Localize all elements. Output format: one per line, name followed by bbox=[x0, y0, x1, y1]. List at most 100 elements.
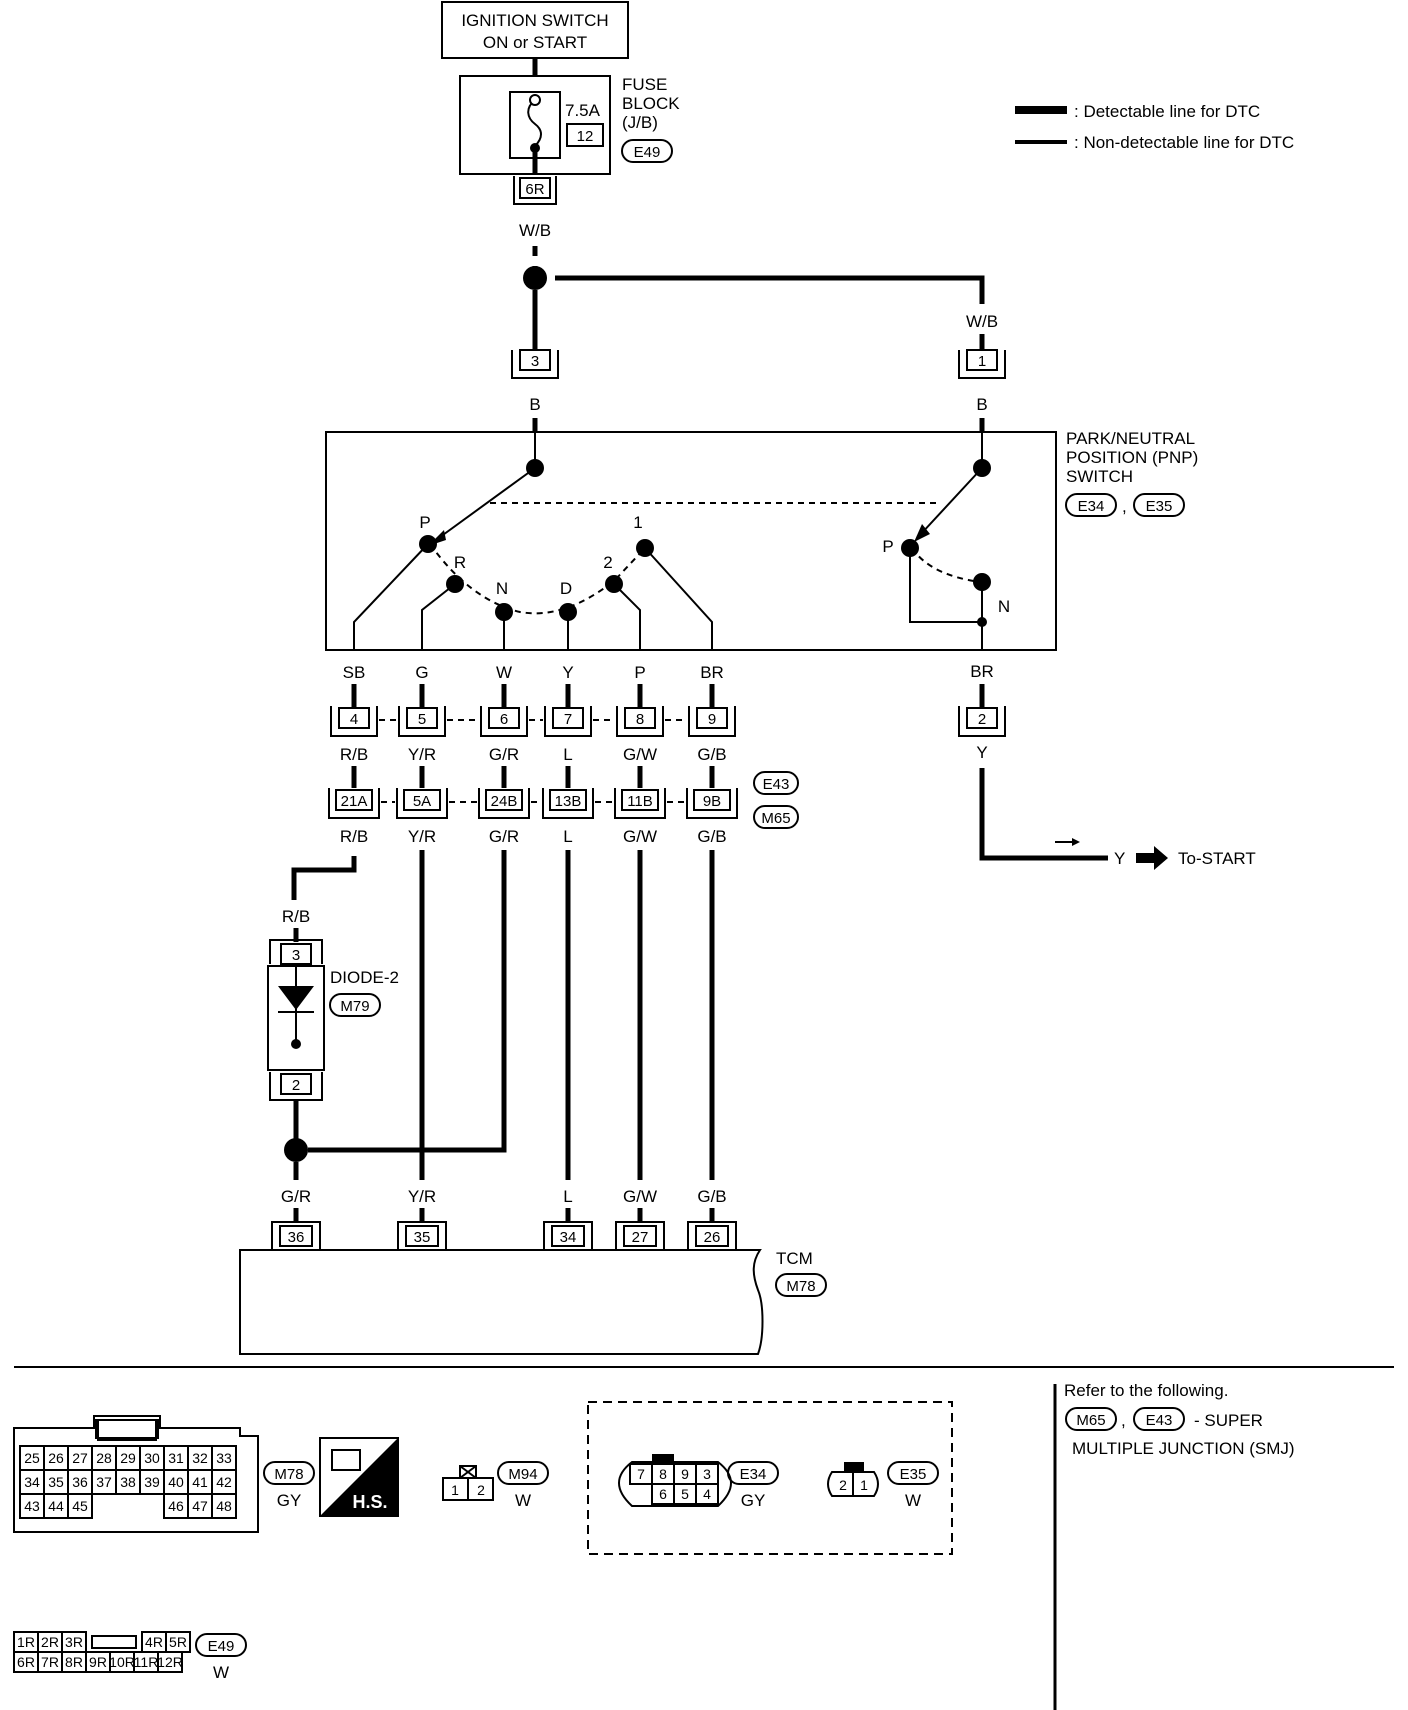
pnp-pin-3: 3 bbox=[511, 349, 559, 379]
m78-pin: 29 bbox=[120, 1450, 136, 1466]
pos-right-p: P bbox=[882, 537, 893, 556]
e34-pin: 8 bbox=[659, 1466, 667, 1482]
pnp-output-pin: 5 bbox=[418, 711, 426, 728]
ignition-switch: IGNITION SWITCH ON or START bbox=[441, 1, 629, 59]
pnp-wire-color: SB bbox=[343, 663, 366, 682]
tcm-wire-color: G/W bbox=[623, 1187, 657, 1206]
fuse-label-3: (J/B) bbox=[622, 113, 658, 132]
refer-line1: Refer to the following. bbox=[1064, 1381, 1228, 1400]
mid-wire-color: G/B bbox=[697, 745, 726, 764]
diode-label: DIODE-2 bbox=[330, 968, 399, 987]
tcm-wire-color: G/B bbox=[697, 1187, 726, 1206]
fuse-connector: E49 bbox=[634, 144, 661, 161]
smj-conn-a: E43 bbox=[763, 776, 790, 793]
svg-text:1: 1 bbox=[978, 353, 986, 370]
pnp-pin-2-right: 2 bbox=[958, 706, 1006, 737]
m78-pin: 37 bbox=[96, 1474, 112, 1490]
pnp-wire-color: W bbox=[496, 663, 512, 682]
legend-thick-line bbox=[1015, 106, 1067, 114]
svg-text:2: 2 bbox=[477, 1482, 485, 1498]
pnp-conn-b: E35 bbox=[1146, 498, 1173, 515]
splice-top bbox=[523, 266, 547, 290]
m78-pin: 33 bbox=[216, 1450, 232, 1466]
tcm-pin: 27 bbox=[632, 1229, 649, 1246]
smj-pin: 24B bbox=[491, 793, 518, 810]
low-wire-color: G/B bbox=[697, 827, 726, 846]
refer-text: - SUPER bbox=[1194, 1411, 1263, 1430]
pos-d: D bbox=[560, 579, 572, 598]
smj-pin: 9B bbox=[703, 793, 721, 810]
m78-pin: 32 bbox=[192, 1450, 208, 1466]
m78-pin: 39 bbox=[144, 1474, 160, 1490]
fuse-label-2: BLOCK bbox=[622, 94, 680, 113]
pnp-conn-a: E34 bbox=[1078, 498, 1105, 515]
fuse-number: 12 bbox=[577, 128, 594, 145]
fuse-rating: 7.5A bbox=[565, 101, 601, 120]
m78-pin: 40 bbox=[168, 1474, 184, 1490]
e49-pin: 3R bbox=[65, 1634, 83, 1650]
m78-pin: 34 bbox=[24, 1474, 40, 1490]
low-wire-color: R/B bbox=[340, 827, 368, 846]
m78-pin: 44 bbox=[48, 1498, 64, 1514]
e35-color: W bbox=[905, 1491, 921, 1510]
e49-pin: 9R bbox=[89, 1654, 107, 1670]
wire-y-right: Y bbox=[976, 743, 987, 762]
m78-pin: 47 bbox=[192, 1498, 208, 1514]
svg-text:1: 1 bbox=[860, 1477, 868, 1493]
m78-pin: 43 bbox=[24, 1498, 40, 1514]
diode-connector: M79 bbox=[340, 998, 369, 1015]
pos-r: R bbox=[454, 553, 466, 572]
e34-color: GY bbox=[741, 1491, 766, 1510]
hs-icon: H.S. bbox=[319, 1437, 399, 1517]
tcm-wire-color: L bbox=[563, 1187, 572, 1206]
e49-pin: 7R bbox=[41, 1654, 59, 1670]
svg-text:,: , bbox=[1122, 497, 1127, 516]
legend-thin-line bbox=[1015, 140, 1067, 144]
tcm-connector: M78 bbox=[786, 1278, 815, 1295]
e34-connector: E34 bbox=[740, 1466, 767, 1483]
smj-pin: 21A bbox=[341, 793, 368, 810]
wire-br-right: BR bbox=[970, 662, 994, 681]
e49-pin: 11R bbox=[134, 1654, 159, 1670]
pnp-output-pin: 7 bbox=[564, 711, 572, 728]
mid-wire-color: G/W bbox=[623, 745, 657, 764]
smj-pin: 11B bbox=[627, 793, 653, 810]
smj-pin: 5A bbox=[413, 793, 431, 810]
low-wire-color: G/W bbox=[623, 827, 657, 846]
pnp-label-3: SWITCH bbox=[1066, 467, 1133, 486]
refer-conn-b: E43 bbox=[1146, 1412, 1173, 1429]
e49-pin: 10R bbox=[109, 1654, 135, 1670]
svg-text:3: 3 bbox=[292, 947, 300, 964]
m78-pin: 45 bbox=[72, 1498, 88, 1514]
pnp-output-pin: 4 bbox=[350, 711, 358, 728]
pnp-wire-color: BR bbox=[700, 663, 724, 682]
m78-pin: 28 bbox=[96, 1450, 112, 1466]
tcm-wire-color: G/R bbox=[281, 1187, 311, 1206]
e34-pin: 3 bbox=[703, 1466, 711, 1482]
fuse-label-1: FUSE bbox=[622, 75, 667, 94]
e49-pin: 8R bbox=[65, 1654, 83, 1670]
low-wire-color: Y/R bbox=[408, 827, 436, 846]
e35-connector: E35 bbox=[900, 1466, 927, 1483]
m78-pin: 38 bbox=[120, 1474, 136, 1490]
e49-pin: 6R bbox=[17, 1654, 35, 1670]
connector-e35-face: 2 1 bbox=[827, 1462, 879, 1497]
pnp-output-pin: 8 bbox=[636, 711, 644, 728]
svg-text:2: 2 bbox=[978, 711, 986, 728]
pnp-wire-color: Y bbox=[562, 663, 573, 682]
legend-non-detectable: : Non-detectable line for DTC bbox=[1074, 133, 1294, 152]
low-wire-color: L bbox=[563, 827, 572, 846]
pos-right-n: N bbox=[998, 597, 1010, 616]
tcm-pin: 34 bbox=[560, 1229, 577, 1246]
m94-color: W bbox=[515, 1491, 531, 1510]
to-start-arrow bbox=[1136, 846, 1168, 870]
m78-pin: 26 bbox=[48, 1450, 64, 1466]
tcm-pin: 26 bbox=[704, 1229, 721, 1246]
